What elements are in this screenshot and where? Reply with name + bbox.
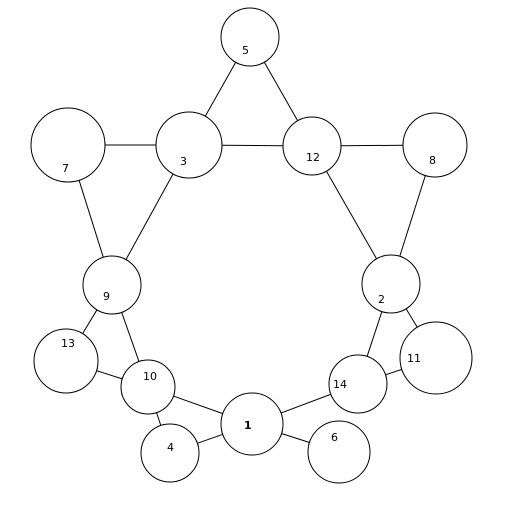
edge-12-2 [325,170,378,260]
node-11-label: 11 [407,352,421,365]
edge-3-9 [125,173,174,260]
node-12-label: 12 [306,151,320,164]
edge-4-1 [197,433,223,444]
edge-13-10 [96,370,123,380]
node-10-circle [120,359,176,415]
node-12: 12 [282,116,342,176]
node-9-circle [82,255,142,315]
node-1-circle [220,392,284,456]
nodes-layer: 1 2 3 4 5 6 7 [30,7,473,484]
node-8: 8 [402,112,468,178]
edge-5-12 [263,61,299,122]
node-9-label: 9 [103,290,110,303]
node-1: 1 [220,392,284,456]
node-5: 5 [220,7,280,67]
edge-14-11 [385,368,403,376]
node-13-label: 13 [61,337,75,350]
node-5-label: 5 [242,44,249,57]
node-4-circle [140,423,200,483]
edge-2-11 [405,308,418,328]
edge-9-10 [121,312,140,362]
node-3-circle [155,111,223,179]
node-5-circle [220,7,280,67]
node-3: 3 [155,111,223,179]
node-14-label: 14 [333,378,347,391]
node-13: 13 [33,328,99,394]
node-10-label: 10 [143,370,157,383]
node-10: 10 [120,359,176,415]
edge-10-1 [173,395,223,415]
node-6-circle [307,420,371,484]
edge-1-6 [281,433,310,443]
node-2-circle [361,254,421,314]
node-6: 6 [307,420,371,484]
node-13-circle [33,328,99,394]
node-12-circle [282,116,342,176]
node-14: 14 [328,354,388,414]
node-2-label: 2 [378,293,385,306]
node-1-label: 1 [244,419,252,432]
node-7: 7 [30,107,106,183]
node-11-circle [399,321,473,395]
node-2: 2 [361,254,421,314]
node-6-label: 6 [331,431,338,444]
node-4-label: 4 [167,441,174,454]
edge-5-3 [204,62,237,117]
edge-8-2 [399,175,426,257]
edge-12-8 [340,144,404,147]
node-4: 4 [140,423,200,483]
edge-9-13 [82,309,98,334]
edge-7-9 [78,180,104,258]
node-11: 11 [399,321,473,395]
node-8-circle [402,112,468,178]
node-8-label: 8 [429,154,436,167]
edge-2-14 [366,311,383,357]
edge-10-4 [156,412,162,426]
node-14-circle [328,354,388,414]
node-9: 9 [82,255,142,315]
node-7-label: 7 [62,162,69,175]
node-7-circle [30,107,106,183]
node-3-label: 3 [180,155,187,168]
edge-1-14 [280,393,332,414]
